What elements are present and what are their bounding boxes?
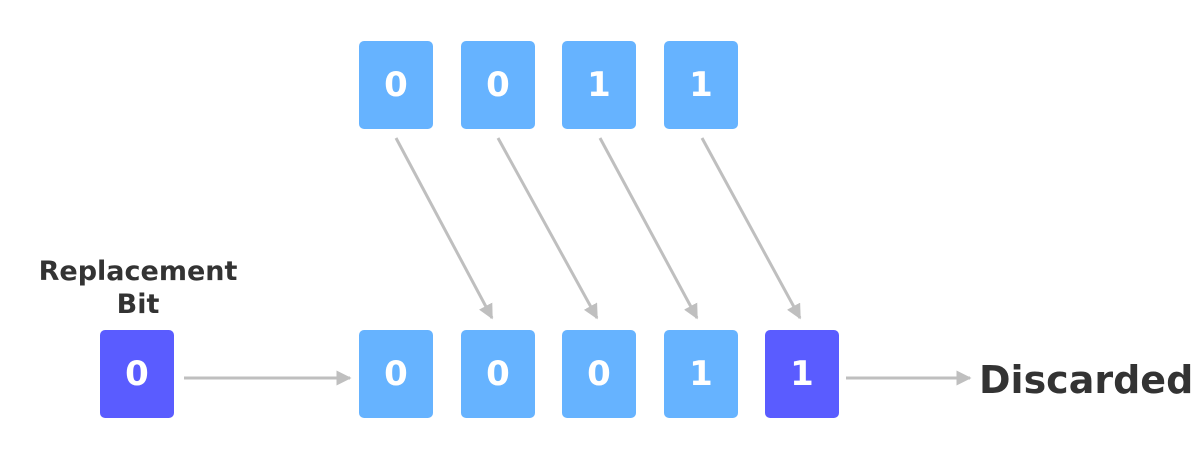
top-bit-box: 0 <box>461 41 535 129</box>
shift-arrow-2 <box>496 137 599 320</box>
shift-arrow-3 <box>598 137 699 320</box>
bottom-bit-box: 0 <box>359 330 433 418</box>
bottom-bit-box: 0 <box>461 330 535 418</box>
bottom-bit-box: 1 <box>664 330 738 418</box>
discarded-bit-box: 1 <box>765 330 839 418</box>
replacement-label-line1: Replacement <box>38 256 238 287</box>
top-bit-box: 1 <box>664 41 738 129</box>
shift-arrow-4 <box>700 137 802 320</box>
bottom-bit-box: 0 <box>562 330 636 418</box>
top-bit-box: 1 <box>562 41 636 129</box>
replacement-bit-box: 0 <box>100 330 174 418</box>
replacement-label-line2: Bit <box>116 289 160 320</box>
top-bit-box: 0 <box>359 41 433 129</box>
discarded-label: Discarded <box>979 358 1194 402</box>
shift-arrow-1 <box>394 137 494 320</box>
replacement-bit-label: Replacement Bit <box>28 255 248 321</box>
